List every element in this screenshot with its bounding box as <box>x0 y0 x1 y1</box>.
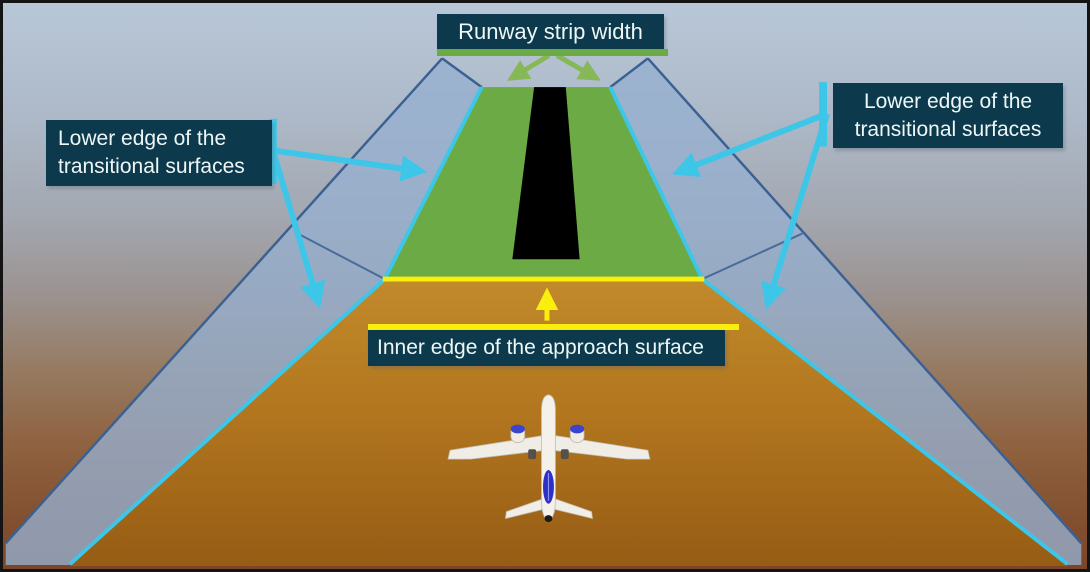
label-right-transitional-surfaces: Lower edge of the transitional surfaces <box>833 83 1063 148</box>
label-left-transitional-surfaces: Lower edge of the transitional surfaces <box>46 120 272 186</box>
label-approach-inner-edge: Inner edge of the approach surface <box>368 330 725 366</box>
surface-fold-line <box>297 232 386 280</box>
runway-strip-width-underline <box>437 49 668 56</box>
label-text-line1: Lower edge of the <box>863 89 1033 113</box>
left-transitional-arrow-lower <box>270 149 326 309</box>
label-text-line1: Lower edge of the <box>58 127 227 150</box>
label-text: Inner edge of the approach surface <box>377 336 704 359</box>
runway-strip-width-arrow-right <box>555 53 601 81</box>
runway <box>512 87 580 260</box>
label-runway-strip-width: Runway strip width <box>437 14 664 49</box>
label-text-line2: transitional surfaces <box>854 117 1042 141</box>
approach-surface-area <box>70 279 1068 567</box>
airplane-top-view-icon <box>447 394 651 523</box>
transitional-surface-left <box>4 57 483 566</box>
runway-strip-width-arrow-left <box>507 53 551 81</box>
right-transitional-arrow-upper <box>672 111 829 178</box>
label-text-line2: transitional surfaces <box>58 155 245 178</box>
label-text: Runway strip width <box>458 18 643 44</box>
left-transitional-arrow-upper <box>272 147 428 182</box>
right-transitional-arrow-lower <box>761 112 830 310</box>
runway-surfaces-scene <box>4 53 1083 567</box>
approach-inner-edge-overline <box>368 324 739 330</box>
